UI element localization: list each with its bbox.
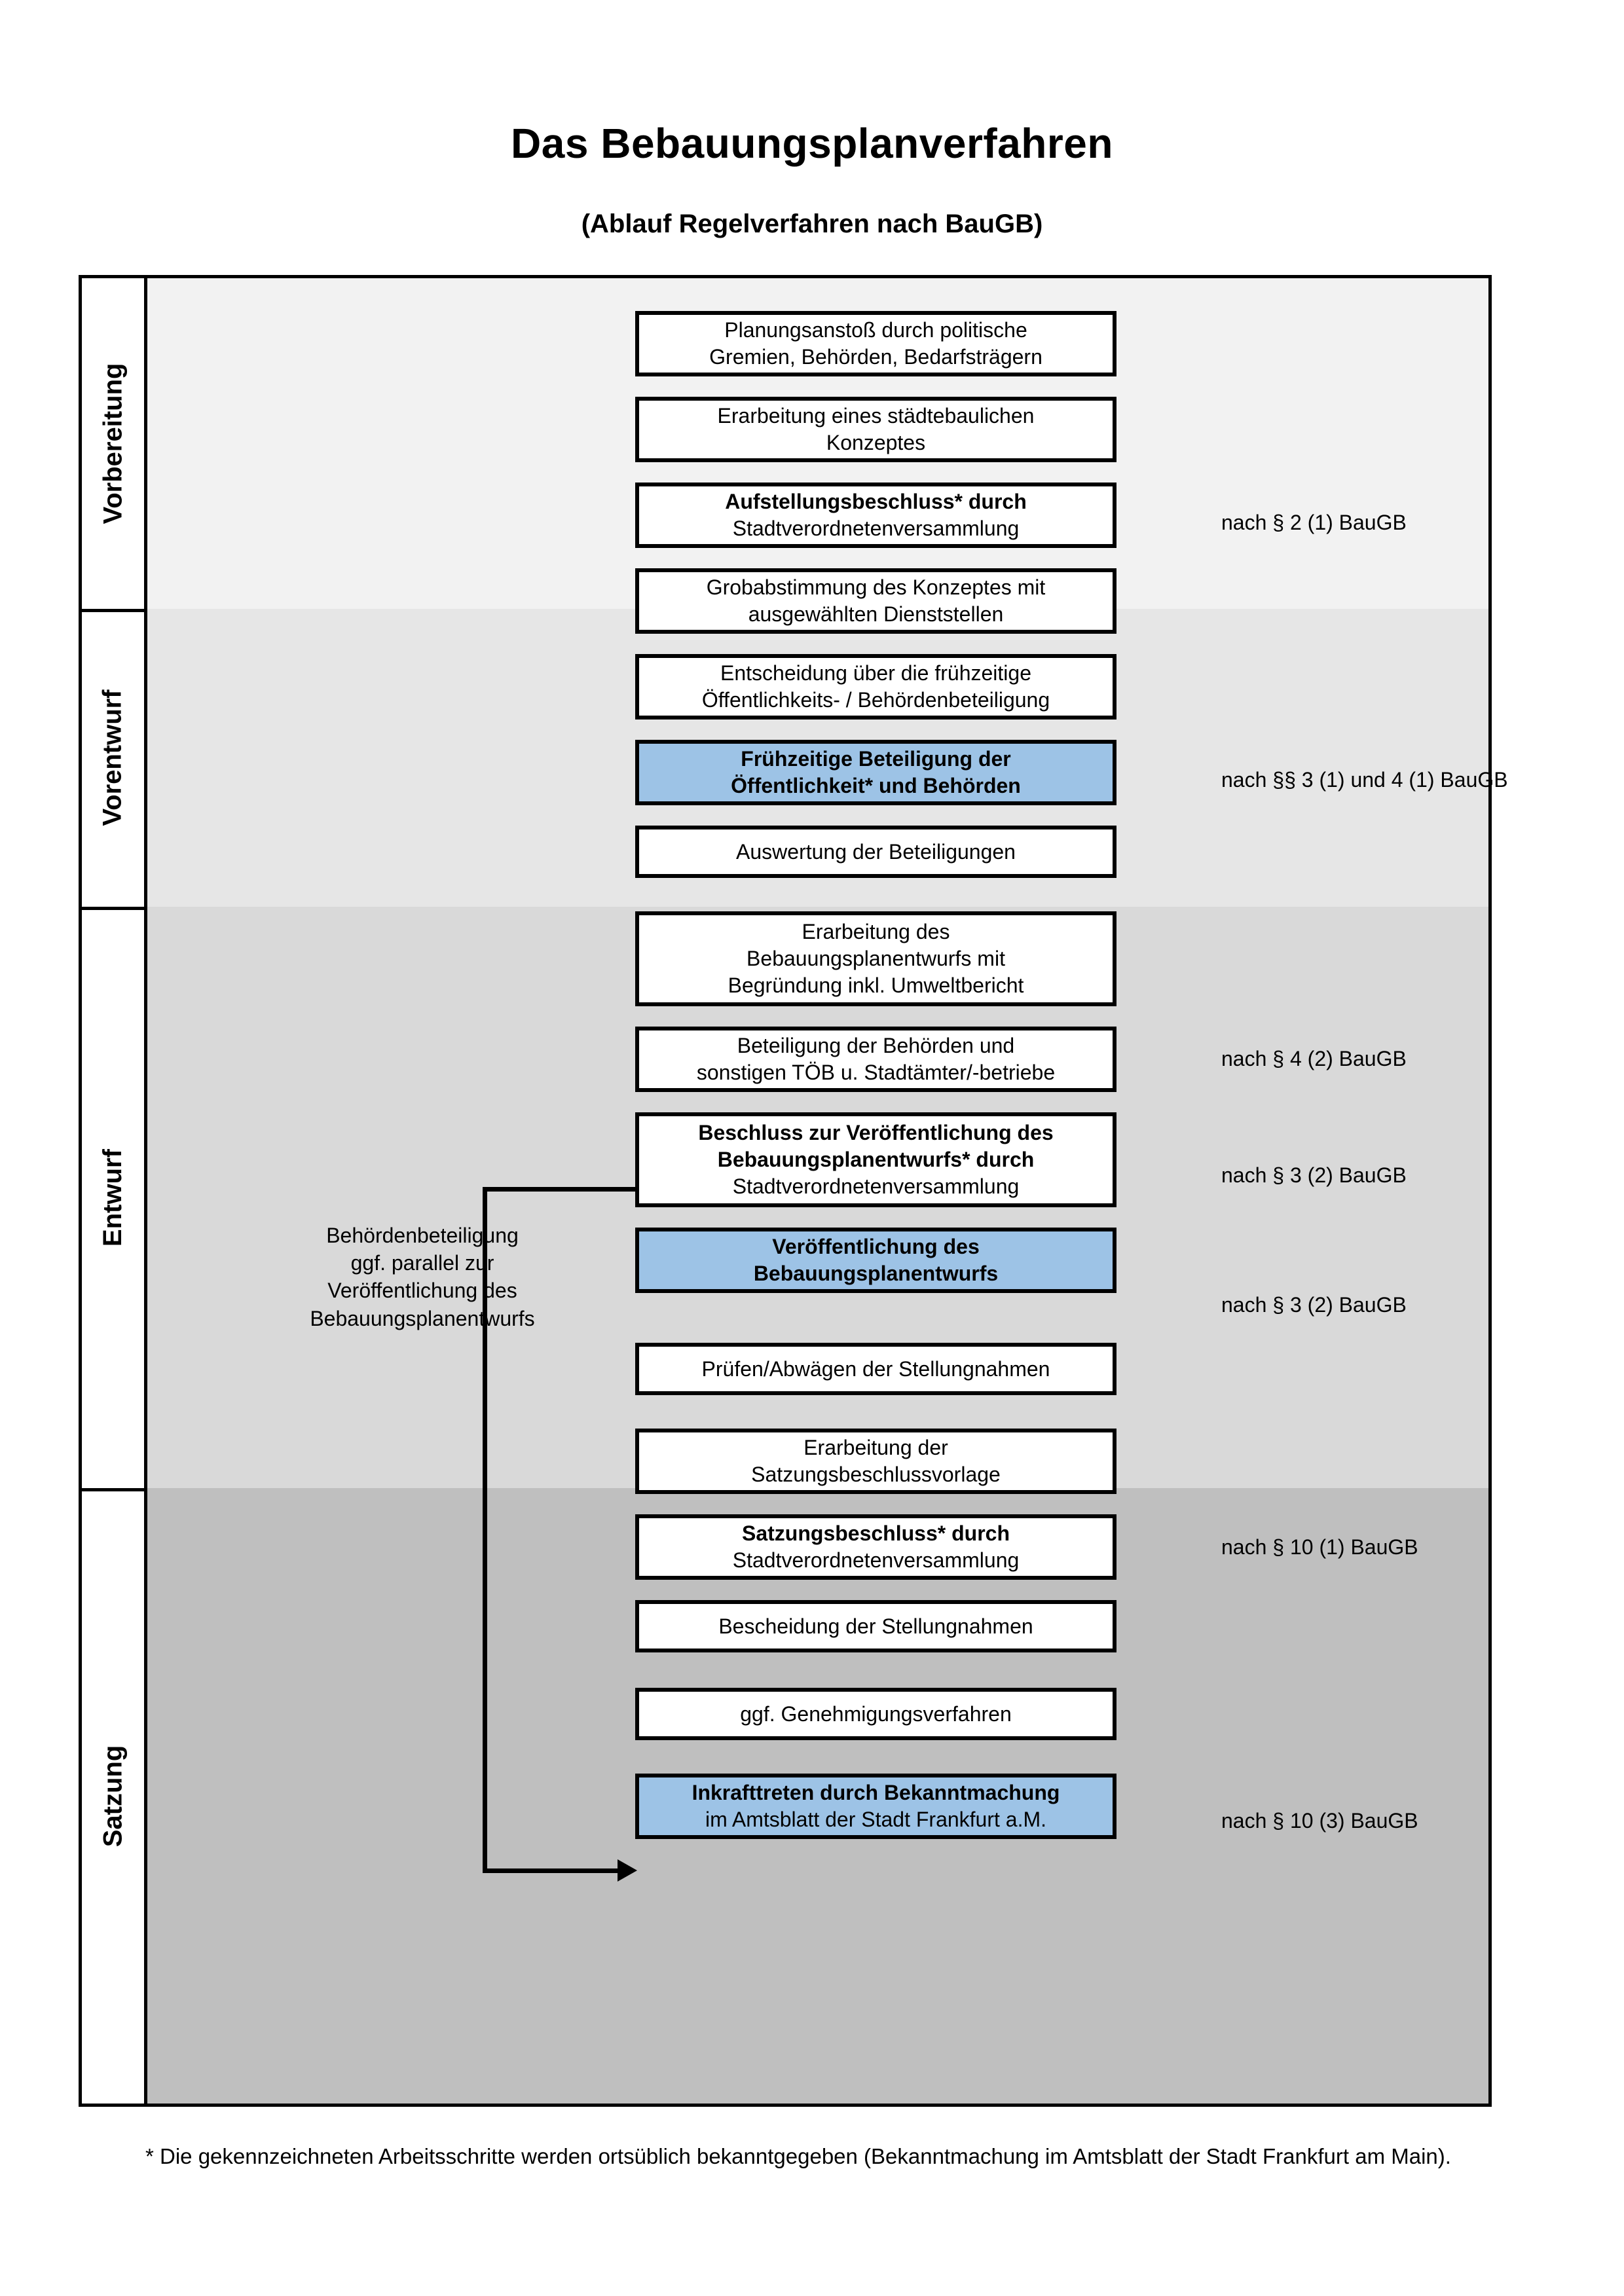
label-sep-2 [82, 907, 147, 910]
label-sep-1 [82, 609, 147, 612]
step-line-2: sonstigen TÖB u. Stadtämter/-betriebe [696, 1061, 1056, 1084]
legal-note-par3-2-a: nach § 3 (2) BauGB [1221, 1163, 1407, 1187]
sidenote-line-2: ggf. parallel zur [350, 1251, 494, 1275]
step-line-1: Erarbeitung eines städtebaulichen [717, 404, 1035, 428]
step-line-1-bold: Frühzeitige Beteiligung der [741, 747, 1011, 771]
step-line-2: ausgewählten Dienststellen [748, 602, 1004, 626]
step-line-1: Bescheidung der Stellungnahmen [718, 1614, 1033, 1638]
legal-note-par4-2: nach § 4 (2) BauGB [1221, 1047, 1407, 1070]
step-line-1: Auswertung der Beteiligungen [736, 839, 1016, 864]
phase-label-text: Entwurf [98, 1148, 127, 1247]
sidenote-behoerdenbeteiligung: Behördenbeteiligung ggf. parallel zur Ve… [239, 1222, 606, 1332]
phase-label-text: Vorbereitung [98, 363, 127, 524]
bracket-connector-bottom [483, 1868, 620, 1873]
sidenote-line-4: Bebauungsplanentwurfs [310, 1306, 535, 1330]
sidenote-line-1: Behördenbeteiligung [326, 1224, 519, 1247]
step-line-1: Erarbeitung des [802, 920, 950, 944]
step-box-inkrafttreten[interactable]: Inkrafttreten durch Bekanntmachung im Amt… [635, 1774, 1116, 1839]
step-line-2: Bebauungsplanentwurfs mit [747, 947, 1005, 971]
step-line-2: im Amtsblatt der Stadt Frankfurt a.M. [705, 1808, 1047, 1831]
step-line-2-bold: Bebauungsplanentwurfs [753, 1262, 999, 1285]
step-line-1: Grobabstimmung des Konzeptes mit [706, 575, 1046, 600]
step-line-2-bold: Bebauungsplanentwurfs* durch [717, 1148, 1035, 1172]
step-line-2: Satzungsbeschlussvorlage [751, 1463, 1001, 1486]
step-box-genehmigungsverfahren[interactable]: ggf. Genehmigungsverfahren [635, 1688, 1116, 1740]
phase-label-text: Vorentwurf [98, 689, 127, 826]
step-line-2: Konzeptes [826, 431, 926, 454]
page-subtitle: (Ablauf Regelverfahren nach BauGB) [581, 210, 1043, 238]
label-column-divider [144, 278, 147, 2104]
step-box-bescheidung[interactable]: Bescheidung der Stellungnahmen [635, 1600, 1116, 1652]
phase-label-satzung: Satzung [82, 1488, 144, 2104]
step-line-2: Stadtverordnetenversammlung [732, 517, 1020, 540]
step-line-1: Beteiligung der Behörden und [737, 1034, 1015, 1058]
legal-note-par10-1: nach § 10 (1) BauGB [1221, 1535, 1418, 1559]
step-line-1-bold: Inkrafttreten durch Bekanntmachung [692, 1781, 1060, 1805]
bracket-connector-top [483, 1187, 638, 1192]
step-line-2: Stadtverordnetenversammlung [732, 1548, 1020, 1572]
legal-note-par3-2-b: nach § 3 (2) BauGB [1221, 1293, 1407, 1317]
phase-label-vorentwurf: Vorentwurf [82, 609, 144, 907]
step-line-1: Planungsanstoß durch politische [724, 318, 1027, 342]
step-line-3: Stadtverordnetenversammlung [732, 1174, 1020, 1198]
step-line-1: Erarbeitung der [803, 1436, 948, 1460]
step-box-auswertung[interactable]: Auswertung der Beteiligungen [635, 826, 1116, 878]
step-line-1: ggf. Genehmigungsverfahren [740, 1702, 1012, 1726]
legal-note-par10-3: nach § 10 (3) BauGB [1221, 1809, 1418, 1832]
page-title: Das Bebauungsplanverfahren [511, 120, 1113, 167]
step-line-1-bold: Veröffentlichung des [772, 1235, 980, 1259]
legal-note-par2-1: nach § 2 (1) BauGB [1221, 511, 1407, 534]
step-box-pruefen-abwaegen[interactable]: Prüfen/Abwägen der Stellungnahmen [635, 1343, 1116, 1395]
step-line-2: Gremien, Behörden, Bedarfsträgern [709, 345, 1043, 369]
step-line-1-bold: Satzungsbeschluss* durch [742, 1522, 1010, 1546]
step-line-1-bold: Aufstellungsbeschluss* durch [725, 490, 1027, 514]
step-line-1-bold: Beschluss zur Veröffentlichung des [698, 1121, 1054, 1145]
step-box-beteiligung-behoerden[interactable]: Beteiligung der Behörden und sonstigen TÖ… [635, 1027, 1116, 1092]
phase-label-entwurf: Entwurf [82, 907, 144, 1488]
phase-label-text: Satzung [98, 1745, 128, 1847]
phase-label-vorbereitung: Vorbereitung [82, 278, 144, 609]
step-line-2-bold: Öffentlichkeit* und Behörden [731, 774, 1021, 797]
step-line-1: Entscheidung über die frühzeitige [720, 661, 1031, 685]
legal-note-par3-1-4-1: nach §§ 3 (1) und 4 (1) BauGB [1221, 768, 1508, 792]
footnote: * Die gekennzeichneten Arbeitsschritte w… [145, 2144, 1451, 2168]
label-sep-3 [82, 1488, 147, 1491]
bracket-connector-vertical [483, 1187, 487, 1873]
step-line-2: Öffentlichkeits- / Behördenbeteiligung [701, 688, 1050, 712]
bracket-connector-arrowhead [618, 1859, 637, 1882]
sidenote-line-3: Veröffentlichung des [327, 1279, 517, 1303]
flowchart-frame: Vorbereitung Vorentwurf Entwurf Satzung [79, 275, 1508, 2107]
step-line-3: Begründung inkl. Umweltbericht [728, 973, 1024, 997]
step-line-1: Prüfen/Abwägen der Stellungnahmen [701, 1357, 1050, 1381]
